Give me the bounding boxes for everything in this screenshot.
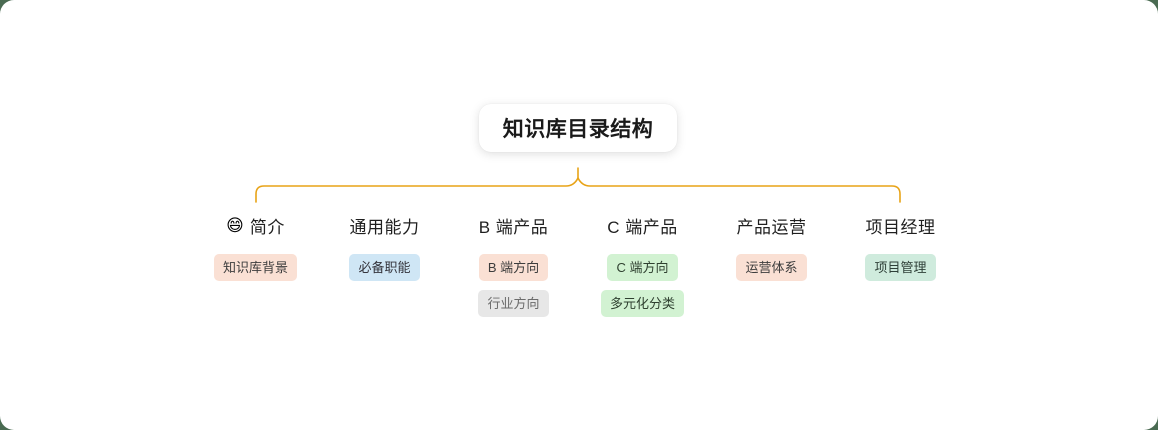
branch-header-chanpinyunying[interactable]: 产品运营 bbox=[737, 212, 807, 238]
branch-title-jianjie: 简介 bbox=[249, 217, 285, 237]
tag-item[interactable]: C 端方向 bbox=[607, 254, 678, 281]
tag-list-xiangmujingli: 项目管理 bbox=[865, 254, 936, 281]
branch-column-cduanchanpin[interactable]: C 端产品 C 端方向 多元化分类 bbox=[578, 212, 707, 317]
tag-list-tongyongnengli: 必备职能 bbox=[349, 254, 420, 281]
tag-item[interactable]: B 端方向 bbox=[478, 254, 549, 281]
branch-header-tongyongnengli[interactable]: 通用能力 bbox=[350, 212, 420, 238]
branch-column-chanpinyunying[interactable]: 产品运营 运营体系 bbox=[707, 212, 836, 281]
tag-list-chanpinyunying: 运营体系 bbox=[736, 254, 807, 281]
brace-path bbox=[255, 176, 901, 203]
branch-header-bduanchanpin[interactable]: B 端产品 bbox=[479, 212, 549, 238]
tag-list-cduanchanpin: C 端方向 多元化分类 bbox=[600, 254, 684, 317]
tag-item[interactable]: 运营体系 bbox=[736, 254, 807, 281]
branch-header-cduanchanpin[interactable]: C 端产品 bbox=[607, 212, 678, 238]
root-node[interactable]: 知识库目录结构 bbox=[479, 104, 677, 152]
branch-header-xiangmujingli[interactable]: 项目经理 bbox=[866, 212, 936, 238]
tag-item[interactable]: 项目管理 bbox=[865, 254, 936, 281]
branch-columns: 😄 简介 知识库背景 通用能力 必备职能 B 端产品 B 端方向 行业方向 bbox=[191, 212, 968, 317]
tag-list-bduanchanpin: B 端方向 行业方向 bbox=[478, 254, 549, 317]
tag-item[interactable]: 多元化分类 bbox=[600, 290, 684, 317]
branch-title-bduanchanpin: B 端产品 bbox=[478, 217, 549, 237]
tag-item[interactable]: 知识库背景 bbox=[213, 254, 297, 281]
branch-column-bduanchanpin[interactable]: B 端产品 B 端方向 行业方向 bbox=[449, 212, 578, 317]
grinning-face-emoji: 😄 bbox=[226, 215, 244, 235]
page-title: 知识库目录结构 bbox=[502, 118, 654, 141]
tag-list-jianjie: 知识库背景 bbox=[213, 254, 297, 281]
tag-item[interactable]: 行业方向 bbox=[478, 290, 549, 317]
connector-brace bbox=[0, 152, 1158, 212]
tag-item[interactable]: 必备职能 bbox=[349, 254, 420, 281]
brace-svg bbox=[255, 167, 901, 203]
branch-column-tongyongnengli[interactable]: 通用能力 必备职能 bbox=[320, 212, 449, 281]
branch-title-chanpinyunying: 产品运营 bbox=[736, 217, 807, 237]
branch-header-jianjie[interactable]: 😄 简介 bbox=[226, 212, 285, 238]
branch-column-jianjie[interactable]: 😄 简介 知识库背景 bbox=[191, 212, 320, 281]
branch-title-xiangmujingli: 项目经理 bbox=[865, 217, 936, 237]
branch-title-tongyongnengli: 通用能力 bbox=[349, 217, 420, 237]
branch-column-xiangmujingli[interactable]: 项目经理 项目管理 bbox=[836, 212, 965, 281]
branch-title-cduanchanpin: C 端产品 bbox=[607, 217, 678, 237]
